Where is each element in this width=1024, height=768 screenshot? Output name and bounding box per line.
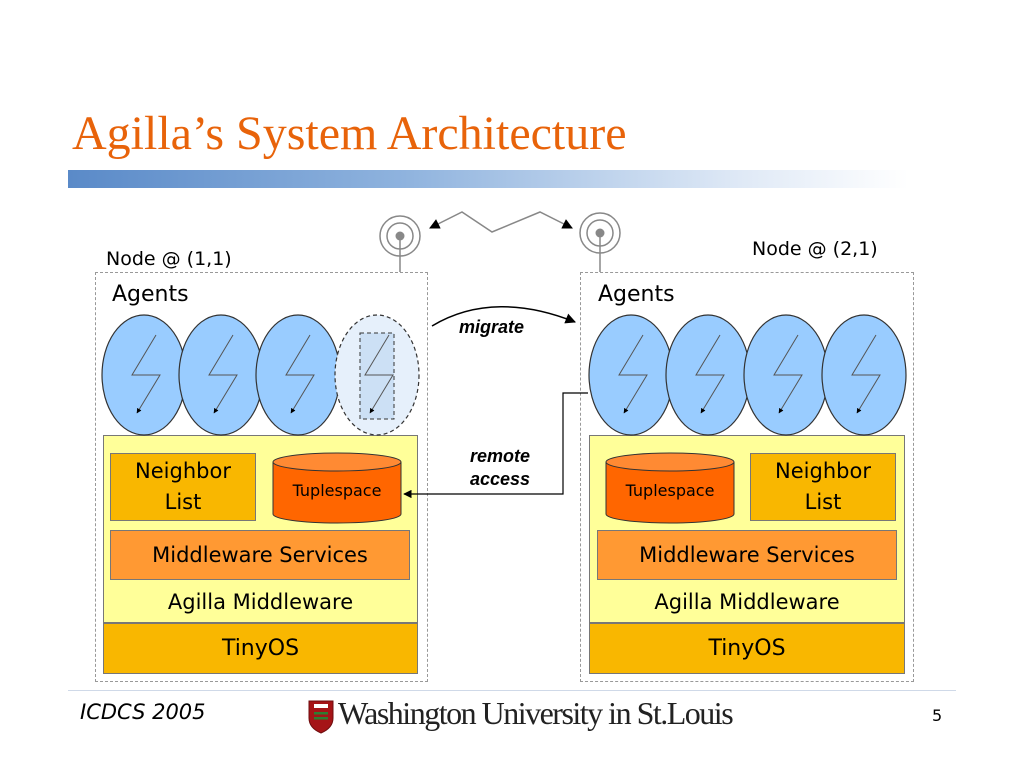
remote-access-label: remote access	[470, 445, 530, 491]
node2-label: Node @ (2,1)	[752, 238, 878, 260]
node2-tinyos: TinyOS	[589, 623, 905, 674]
footer-conference: ICDCS 2005	[80, 700, 206, 724]
remote-access-arrow	[403, 392, 588, 499]
node1-neighbor-line1: Neighbor	[135, 459, 231, 483]
node1-agent-3	[255, 314, 341, 436]
title-underline-bar	[68, 170, 908, 188]
node1-tinyos: TinyOS	[103, 623, 418, 674]
node1-middleware-services: Middleware Services	[110, 530, 410, 580]
node2-agents-label: Agents	[598, 282, 675, 307]
node2-neighbor-line2: List	[804, 490, 842, 514]
footer-divider	[68, 690, 956, 691]
node1-agent-2	[178, 314, 264, 436]
remote-access-line1: remote	[470, 446, 531, 466]
wireless-link-icon	[429, 211, 573, 233]
node2-tuplespace-cylinder	[605, 452, 735, 524]
node2-agent-2	[665, 314, 751, 436]
node1-neighbor-line2: List	[164, 490, 202, 514]
node1-label: Node @ (1,1)	[106, 248, 232, 270]
node2-antenna-icon	[579, 212, 621, 272]
node1-container	[95, 272, 428, 682]
node2-tuplespace-label: Tuplespace	[625, 481, 715, 500]
footer-university-wordmark: Washington University in St.Louis	[338, 695, 734, 731]
node1-antenna-icon	[379, 215, 421, 272]
node2-agent-4	[821, 314, 907, 436]
page-number: 5	[932, 706, 943, 725]
migrate-arrow	[431, 306, 576, 327]
node2-middleware-services: Middleware Services	[597, 530, 897, 580]
node1-agent-migrating	[334, 314, 420, 436]
remote-access-line2: access	[470, 469, 531, 489]
node2-agent-1	[588, 314, 674, 436]
university-shield-logo	[308, 700, 334, 734]
node1-middleware-label: Agilla Middleware	[167, 590, 354, 614]
node1-tuplespace-label: Tuplespace	[292, 481, 382, 500]
node2-container	[580, 272, 914, 682]
node1-agents-label: Agents	[112, 282, 189, 307]
node2-middleware-label: Agilla Middleware	[654, 590, 840, 614]
node2-agent-3	[743, 314, 829, 436]
slide-title: Agilla’s System Architecture	[72, 107, 627, 160]
migrate-label: migrate	[459, 317, 525, 337]
node1-agent-1	[101, 314, 187, 436]
node1-tuplespace-cylinder	[272, 452, 402, 524]
node2-neighbor-line1: Neighbor	[775, 459, 871, 483]
